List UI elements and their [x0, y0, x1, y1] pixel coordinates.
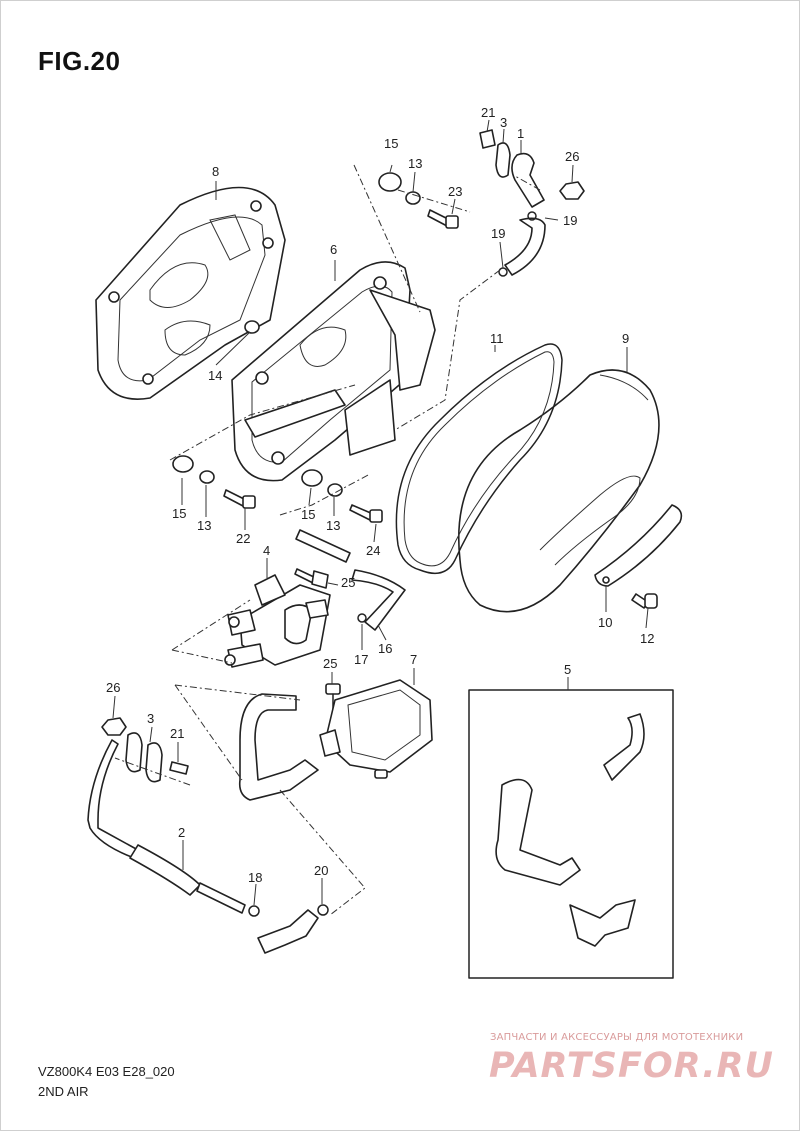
part-15-grommet-upper	[378, 172, 402, 192]
callout-21-lower: 21	[170, 726, 184, 741]
callout-15-mid: 15	[301, 507, 315, 522]
part-21-stud-upper	[479, 129, 496, 149]
callout-6: 6	[330, 242, 337, 257]
model-code: VZ800K4 E03 E28_020	[38, 1064, 175, 1079]
part-11-gasket	[395, 343, 563, 575]
callout-25-lower: 25	[323, 656, 337, 671]
callout-26-upper: 26	[565, 149, 579, 164]
figure-description: 2ND AIR	[38, 1084, 89, 1099]
part-26-nut-lower	[101, 717, 127, 736]
part-15-grommet-mid	[301, 469, 323, 487]
part-20-clamp	[317, 904, 329, 916]
part-22-bolt	[223, 489, 256, 509]
part-1-elbow-pipe	[511, 152, 545, 208]
part-23-bolt	[427, 209, 459, 229]
callout-18: 18	[248, 870, 262, 885]
callout-23: 23	[448, 184, 462, 199]
part-17-clamp	[357, 613, 367, 623]
part-13-washer-left	[199, 470, 215, 484]
part-3-gasket-upper	[495, 142, 511, 178]
part-19-hose	[498, 211, 546, 277]
part-9-air-cover	[458, 369, 660, 613]
part-13-washer-mid	[327, 483, 343, 497]
part-15-grommet-left	[172, 455, 194, 473]
callout-22: 22	[236, 531, 250, 546]
part-25-bolt-upper	[294, 568, 329, 589]
part-12-screw	[631, 593, 658, 609]
callout-25-upper: 25	[341, 575, 355, 590]
callout-4: 4	[263, 543, 270, 558]
part-3-gasket-lower	[125, 732, 163, 783]
figure-title: FIG.20	[38, 46, 121, 76]
leader-lines	[112, 119, 649, 906]
callout-12: 12	[640, 631, 654, 646]
callout-26-lower: 26	[106, 680, 120, 695]
part-14-grommet	[244, 320, 260, 334]
assembly-dash-lines	[114, 164, 541, 916]
part-18-clamp	[248, 905, 260, 917]
callout-5: 5	[564, 662, 571, 677]
callout-3-lower: 3	[147, 711, 154, 726]
callout-1: 1	[517, 126, 524, 141]
callout-21-upper: 21	[481, 105, 495, 120]
callout-19-right: 19	[563, 213, 577, 228]
part-13-washer-upper	[405, 191, 421, 205]
part-4-valve	[224, 574, 331, 668]
watermark-logo: PARTSFOR.RU	[489, 1046, 774, 1086]
t-joint	[257, 909, 319, 954]
callout-20: 20	[314, 863, 328, 878]
callout-16: 16	[378, 641, 392, 656]
callout-15-left: 15	[172, 506, 186, 521]
callout-13-left: 13	[197, 518, 211, 533]
callout-2: 2	[178, 825, 185, 840]
callout-3-upper: 3	[500, 115, 507, 130]
part-5-kit-box	[468, 689, 674, 979]
part-2-air-pipe	[87, 739, 246, 914]
part-21-stud-lower	[169, 761, 189, 775]
part-6-bracket	[231, 261, 436, 482]
callout-17: 17	[354, 652, 368, 667]
callout-11: 11	[490, 331, 504, 346]
callout-13-mid: 13	[326, 518, 340, 533]
callout-14: 14	[208, 368, 222, 383]
callout-7: 7	[410, 652, 417, 667]
part-24-bolt	[349, 504, 383, 523]
part-7-reed-box	[319, 679, 433, 779]
part-20-hose	[238, 693, 319, 801]
part-26-nut-upper	[559, 181, 585, 200]
callout-13-upper: 13	[408, 156, 422, 171]
watermark-caption: ЗАПЧАСТИ И АКСЕССУАРЫ ДЛЯ МОТОТЕХНИКИ	[490, 1032, 744, 1043]
callout-10: 10	[598, 615, 612, 630]
callout-9: 9	[622, 331, 629, 346]
callout-24: 24	[366, 543, 380, 558]
callout-19-left: 19	[491, 226, 505, 241]
callout-8: 8	[212, 164, 219, 179]
part-8-cover-plate	[95, 186, 286, 400]
part-24-pipe-connector	[295, 529, 351, 563]
part-16-hose	[351, 569, 406, 631]
callout-15-upper: 15	[384, 136, 398, 151]
callout-labels: 8 6 11 9 14 15 13 23 21 3 1 26 19 19 15 …	[106, 105, 654, 885]
part-10-strap	[594, 504, 683, 587]
